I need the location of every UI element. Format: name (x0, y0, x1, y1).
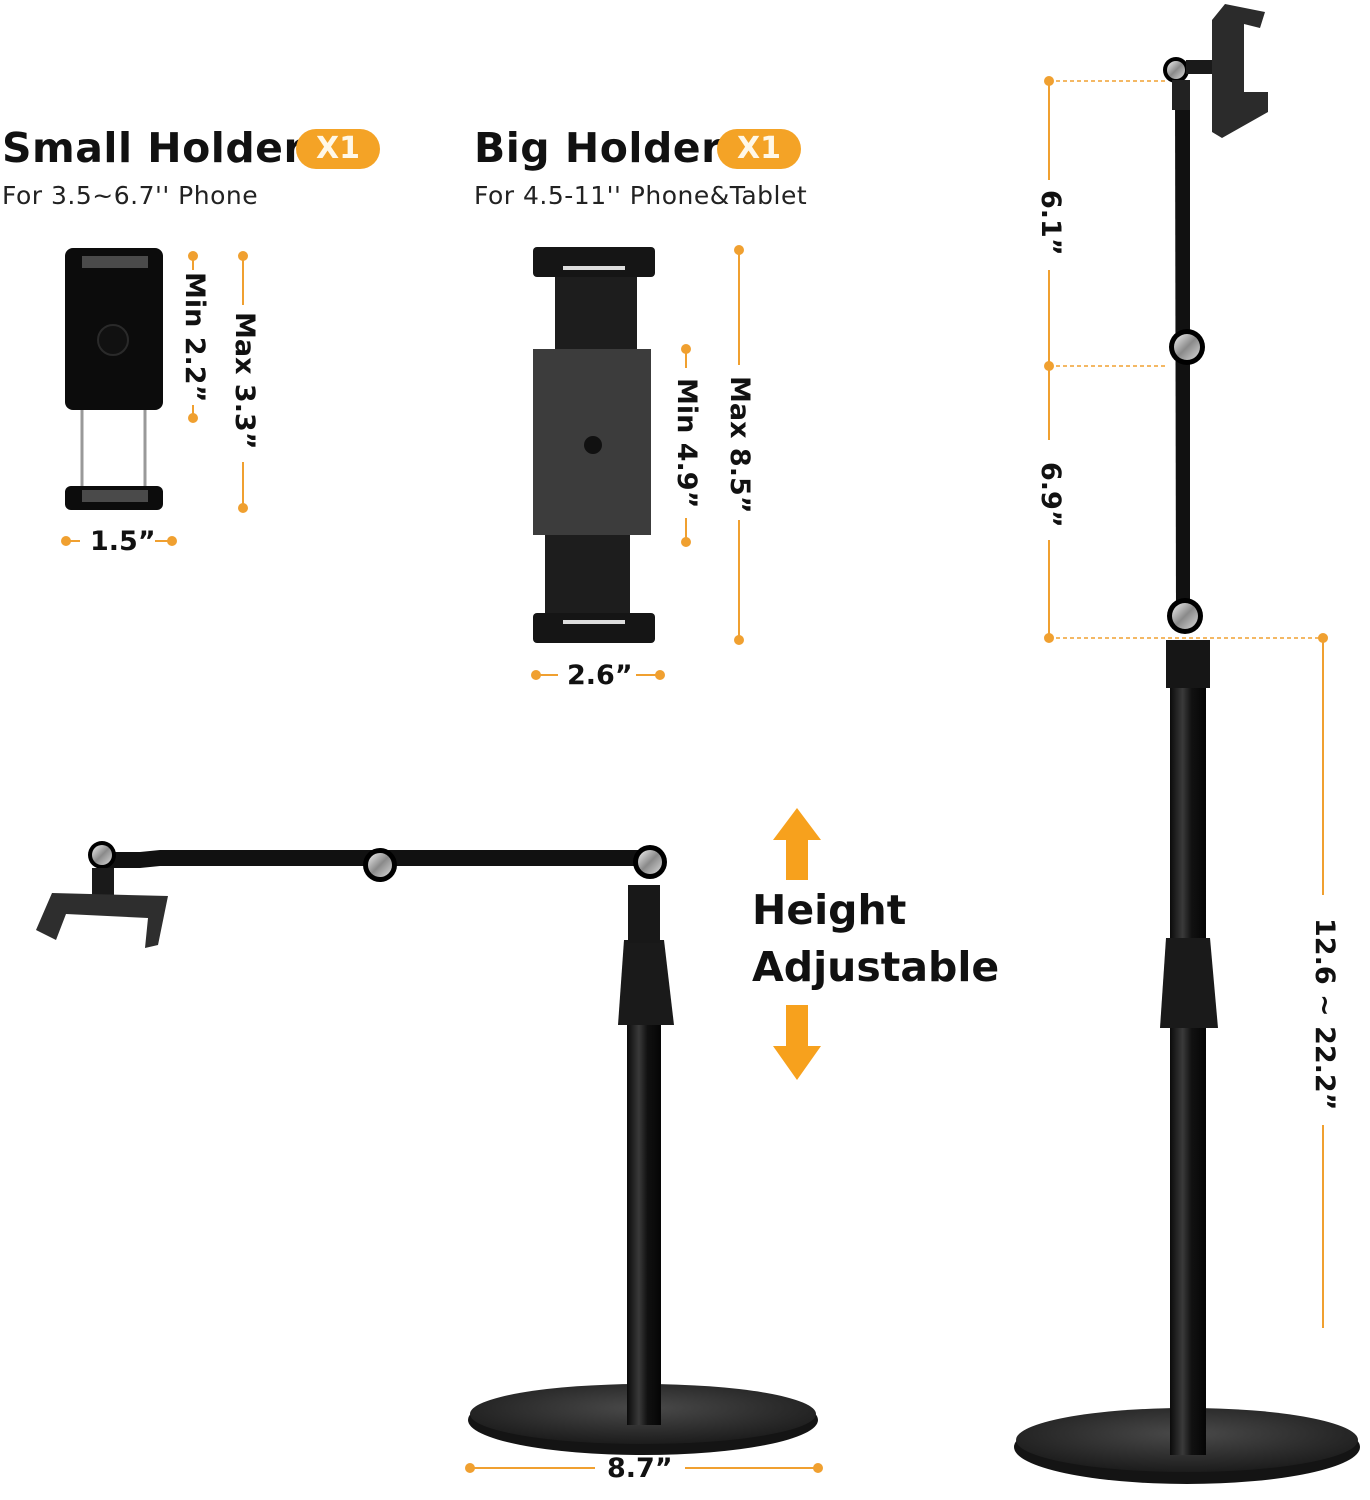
pole-height-dimension: 12.6 ~ 22.2” (1309, 918, 1340, 1111)
small-holder-dimension-lines (61, 251, 248, 546)
small-holder-subtitle: For 3.5~6.7'' Phone (2, 181, 259, 210)
big-holder-dimension-lines (531, 245, 744, 680)
small-holder-min-dimension: Min 2.2” (179, 272, 210, 403)
height-arrows (773, 808, 821, 1080)
upper-arm-dimension: 6.1” (1035, 190, 1066, 256)
height-adjustable-line2: Adjustable (752, 943, 1000, 991)
tall-stand-dimension-lines (1044, 76, 1328, 1328)
base-width-dimension: 8.7” (607, 1453, 673, 1484)
big-holder-title: Big Holder (474, 124, 722, 172)
big-holder-quantity-badge: X1 (717, 129, 801, 169)
small-holder-image (65, 248, 163, 510)
big-holder-subtitle: For 4.5-11'' Phone&Tablet (474, 181, 808, 210)
lower-arm-dimension: 6.9” (1035, 462, 1066, 528)
big-holder-max-dimension: Max 8.5” (724, 376, 755, 514)
small-holder-title: Small Holder (2, 124, 305, 172)
low-stand-image (36, 841, 818, 1455)
big-holder-width-dimension: 2.6” (567, 660, 633, 691)
big-holder-min-dimension: Min 4.9” (671, 378, 702, 509)
arrow-up-icon (773, 808, 821, 880)
small-holder-width-dimension: 1.5” (90, 526, 156, 557)
small-holder-quantity-badge: X1 (296, 129, 380, 169)
base-width-dimension-line (465, 1463, 823, 1473)
big-holder-image (533, 247, 655, 643)
arrow-down-icon (773, 1005, 821, 1080)
tall-stand-image (1014, 4, 1360, 1484)
small-holder-max-dimension: Max 3.3” (229, 312, 260, 450)
height-adjustable-line1: Height (752, 886, 907, 934)
